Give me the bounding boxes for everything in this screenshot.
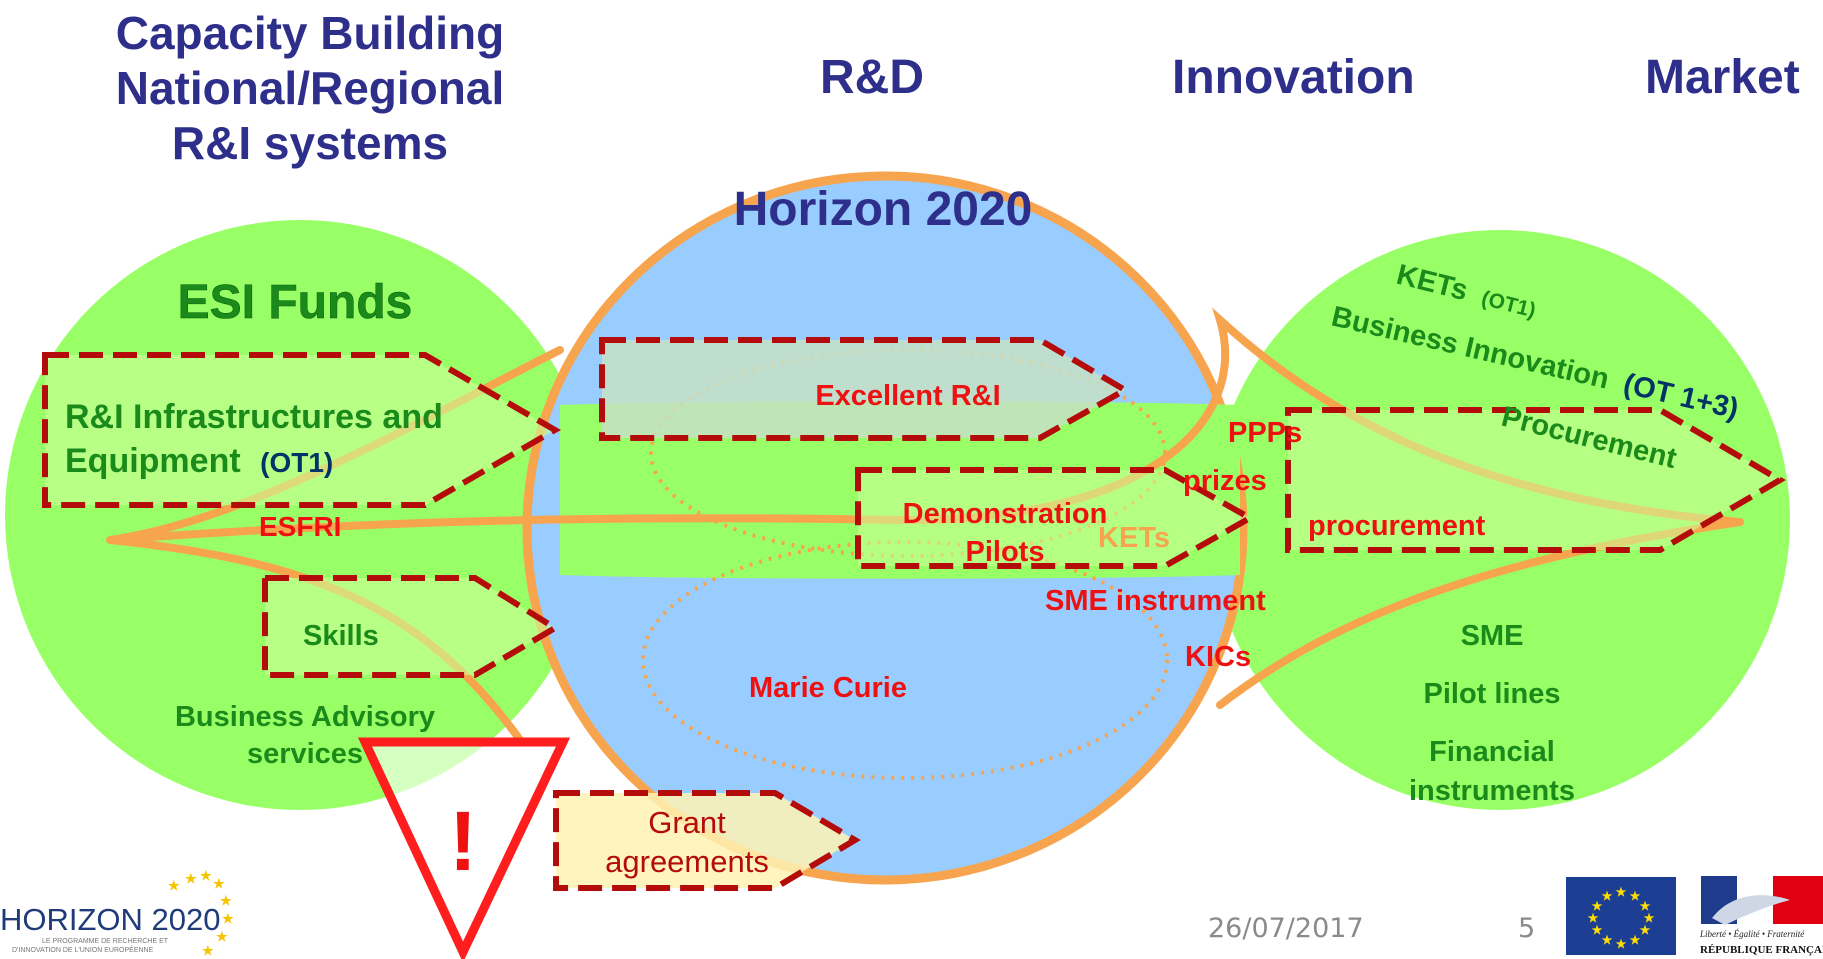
skills-arrow xyxy=(262,575,561,678)
esi-funds-title: ESI Funds xyxy=(178,276,413,329)
demonstration-pilots-arrow xyxy=(855,467,1257,569)
footer-date: 26/07/2017 xyxy=(1208,913,1364,944)
kics-label: KICs xyxy=(1185,641,1251,673)
svg-text:★: ★ xyxy=(216,929,228,944)
demonstration-line-2: Pilots xyxy=(966,536,1045,568)
grant-line-1: Grant xyxy=(648,805,726,840)
svg-text:★: ★ xyxy=(1616,885,1627,899)
ppps-label: PPPs xyxy=(1228,417,1302,449)
infrastructures-arrow xyxy=(42,352,562,508)
svg-text:★: ★ xyxy=(1588,911,1599,925)
svg-text:★: ★ xyxy=(1630,933,1641,947)
dotted-oval-upper xyxy=(649,348,1167,558)
svg-text:★: ★ xyxy=(1602,933,1613,947)
svg-text:★: ★ xyxy=(1592,923,1603,937)
logo-subtext-2: D'INNOVATION DE L'UNION EUROPÉENNE xyxy=(12,945,154,954)
republique-francaise-logo: Liberté • Égalité • Fraternité RÉPUBLIQU… xyxy=(1699,876,1823,956)
sme-instrument-label: SME instrument xyxy=(1045,585,1266,617)
sme-label: SME xyxy=(1461,620,1524,652)
logo-text: HORIZON 2020 xyxy=(0,902,221,937)
excellent-ri-label: Excellent R&I xyxy=(815,380,1000,412)
prizes-label: prizes xyxy=(1183,465,1267,497)
kets-center-label: KETs xyxy=(1098,522,1170,554)
svg-text:★: ★ xyxy=(220,893,232,908)
svg-text:★: ★ xyxy=(1640,899,1651,913)
dotted-oval-lower xyxy=(641,540,1169,780)
business-advisory-line-1: Business Advisory xyxy=(175,701,435,733)
financial-line-1: Financial xyxy=(1429,736,1555,768)
excellent-ri-arrow xyxy=(599,337,1132,441)
svg-text:★: ★ xyxy=(1644,911,1655,925)
grant-agreements-arrow xyxy=(553,790,861,891)
capacity-building-header: Capacity Building National/Regional R&I … xyxy=(70,6,550,171)
marie-curie-label: Marie Curie xyxy=(749,672,907,704)
infrastructures-line-1: R&I Infrastructures and xyxy=(65,398,443,436)
svg-text:★: ★ xyxy=(168,878,180,893)
infrastructures-ot1: (OT1) xyxy=(260,447,333,478)
infrastructures-line-2: Equipment (OT1) xyxy=(65,442,333,480)
demonstration-line-1: Demonstration xyxy=(903,498,1108,530)
svg-text:★: ★ xyxy=(213,876,225,891)
rf-motto: Liberté • Égalité • Fraternité xyxy=(1699,929,1805,939)
logo-stars-icon: ★★★ ★★★ ★★ xyxy=(168,868,234,958)
innovation-header: Innovation xyxy=(1172,51,1415,104)
esfri-label: ESFRI xyxy=(259,511,341,542)
svg-text:★: ★ xyxy=(202,943,214,958)
financial-line-2: instruments xyxy=(1409,775,1575,807)
svg-text:★: ★ xyxy=(1616,937,1627,951)
capacity-line-3: R&I systems xyxy=(171,117,449,169)
eu-flag-icon: ★★★ ★★★ ★★★ ★★★ xyxy=(1566,877,1676,955)
svg-text:★: ★ xyxy=(1592,899,1603,913)
rd-header: R&D xyxy=(820,51,924,104)
warning-triangle-icon: ! xyxy=(357,737,571,959)
capacity-line-2: National/Regional xyxy=(115,62,505,114)
equipment-text: Equipment xyxy=(65,442,241,480)
svg-text:★: ★ xyxy=(1640,923,1651,937)
svg-text:★: ★ xyxy=(185,871,197,886)
svg-text:★: ★ xyxy=(1630,889,1641,903)
capacity-line-1: Capacity Building xyxy=(115,7,505,59)
business-advisory-line-2: services xyxy=(247,738,363,770)
procurement-arrow xyxy=(1285,407,1786,553)
svg-text:★: ★ xyxy=(222,911,234,926)
logo-subtext-1: LE PROGRAMME DE RECHERCHE ET xyxy=(42,938,169,945)
horizon-2020-title: Horizon 2020 xyxy=(734,183,1033,236)
horizon-2020-logo: HORIZON 2020 LE PROGRAMME DE RECHERCHE E… xyxy=(0,868,234,958)
svg-text:★: ★ xyxy=(1602,889,1613,903)
grant-line-2: agreements xyxy=(605,844,769,879)
footer-page-number: 5 xyxy=(1518,913,1536,944)
procurement-label: procurement xyxy=(1308,510,1486,542)
skills-label: Skills xyxy=(303,620,379,652)
svg-text:★: ★ xyxy=(200,868,212,883)
market-header: Market xyxy=(1645,51,1800,104)
pilot-lines-label: Pilot lines xyxy=(1424,678,1561,710)
warning-exclamation: ! xyxy=(449,794,477,888)
rf-name: RÉPUBLIQUE FRANÇAISE xyxy=(1700,944,1823,956)
